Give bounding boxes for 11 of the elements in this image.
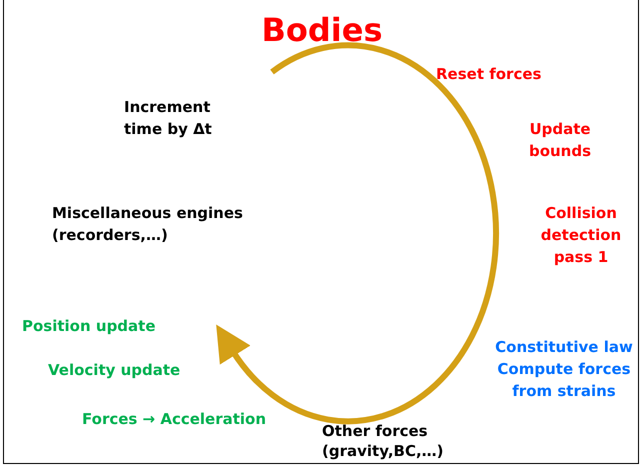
step-label: Position update — [22, 316, 157, 337]
step-label: Miscellaneous engines (recorders,…) — [52, 203, 244, 246]
step-label: Reset forces — [436, 64, 542, 85]
step-label: Velocity update — [48, 360, 182, 381]
step-label: Forces → Acceleration — [82, 409, 268, 430]
step-label: Other forces (gravity,BC,…) — [322, 421, 445, 461]
step-label: Collision detection pass 1 — [540, 203, 622, 268]
title: Bodies — [260, 10, 384, 50]
step-label: Constitutive law Compute forces from strains — [494, 337, 634, 402]
step-label: Increment time by Δt — [124, 97, 213, 140]
step-label: Update bounds — [528, 119, 592, 162]
